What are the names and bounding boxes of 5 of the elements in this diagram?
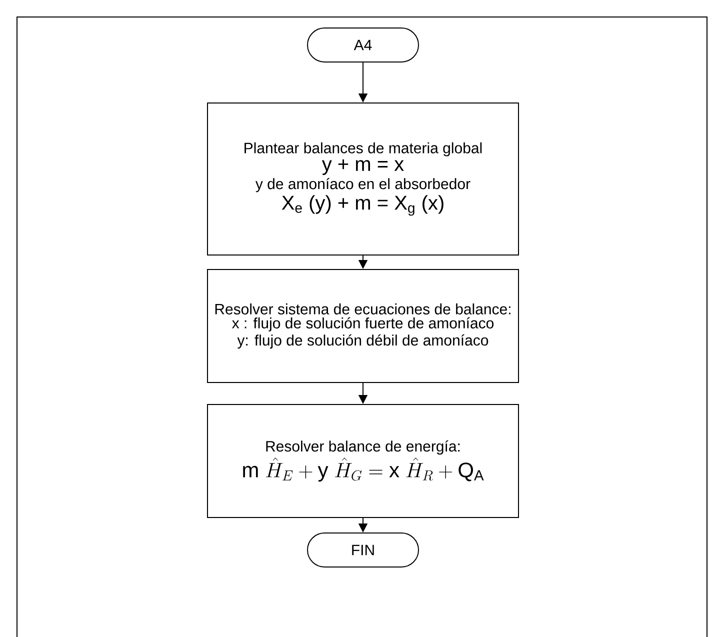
terminal-box: FIN: [307, 532, 419, 568]
process-box: Resolver balance de energía: $\mathrm{m}\ \hat{H}_{E} + \mathrm{y}\ \hat{H}_{G} = \mathrm{x}\ \hat{H}_{R} + \mathrm{Q}_{\mathrm{A}}$: [207, 404, 519, 518]
process-box: Plantear balances de materia global y + m = x y de amoníaco en el absorbedor X$_{e}$ (y) + m = X$_{g}$ (x): [207, 102, 519, 256]
terminal-box: A4: [307, 28, 419, 62]
process-box: Resolver sistema de ecuaciones de balance: x : flujo de solución fuerte de amoníaco y: flujo de solución débil de amoníaco: [207, 269, 519, 383]
